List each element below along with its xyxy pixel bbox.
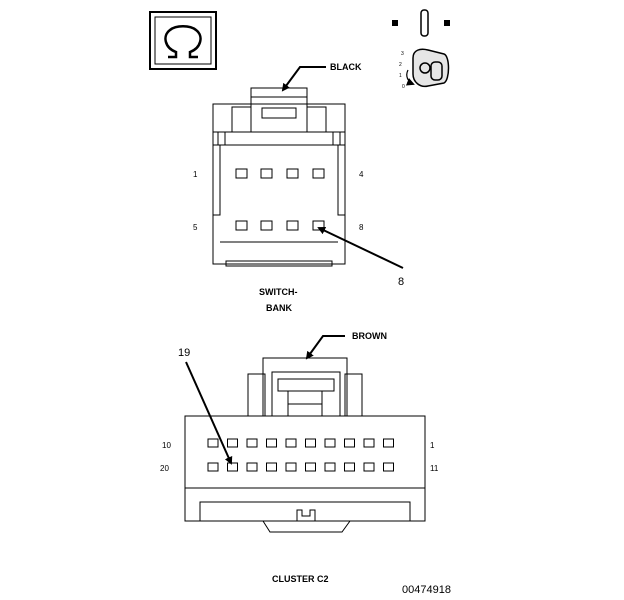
- pin-label-11: 11: [430, 464, 439, 473]
- svg-text:1: 1: [399, 73, 402, 79]
- cluster-c2-leaders: [185, 335, 345, 465]
- switch-bank-color-label: BLACK: [330, 62, 362, 72]
- pin-cavity: [246, 438, 258, 448]
- pin-cavity: [383, 438, 394, 448]
- switch-bank-connector: [212, 87, 346, 267]
- pin-label-8: 8: [359, 223, 364, 232]
- pin-cavity: [285, 462, 297, 472]
- pin-cavity: [344, 438, 355, 448]
- pin-label-1: 1: [193, 170, 198, 179]
- pin-cavity: [227, 438, 238, 448]
- svg-text:2: 2: [399, 62, 402, 68]
- switch-bank-pin-cavities: [235, 168, 325, 231]
- pin-label-20: 20: [160, 464, 169, 473]
- pin-cavity: [363, 462, 375, 472]
- svg-text:0: 0: [402, 84, 405, 90]
- switch-bank-callout: 8: [398, 276, 404, 288]
- ignition-key-icon: 3 2 1 0: [392, 9, 450, 90]
- cluster-c2-pin-cavities: [207, 438, 394, 472]
- cluster-c2-connector: [184, 357, 426, 533]
- cluster-c2-name: CLUSTER C2: [272, 574, 329, 584]
- pin-label-1-cluster: 1: [430, 441, 435, 450]
- svg-text:3: 3: [401, 51, 404, 57]
- pin-cavity: [363, 438, 375, 448]
- pin-cavity: [266, 438, 277, 448]
- pin-cavity: [344, 462, 355, 472]
- pin-cavity: [324, 462, 336, 472]
- figure-id: 00474918: [402, 584, 451, 596]
- pin-cavity: [383, 462, 394, 472]
- pin-cavity: [305, 462, 316, 472]
- pin-label-4: 4: [359, 170, 364, 179]
- pin-cavity: [227, 462, 238, 472]
- pin-cavity: [207, 462, 219, 472]
- omega-symbol-icon: [149, 11, 217, 70]
- switch-bank-name-line1: SWITCH-: [259, 287, 298, 297]
- pin-cavity: [324, 438, 336, 448]
- cluster-c2-callout: 19: [178, 347, 190, 359]
- pin-cavity: [246, 462, 258, 472]
- pin-label-10: 10: [162, 441, 171, 450]
- pin-cavity: [285, 438, 297, 448]
- cluster-c2-color-label: BROWN: [352, 331, 387, 341]
- switch-bank-name-line2: BANK: [266, 303, 292, 313]
- switch-bank-leaders: [281, 66, 404, 269]
- pin-cavity: [266, 462, 277, 472]
- pin-cavity: [305, 438, 316, 448]
- pin-label-5: 5: [193, 223, 198, 232]
- pin-cavity: [207, 438, 219, 448]
